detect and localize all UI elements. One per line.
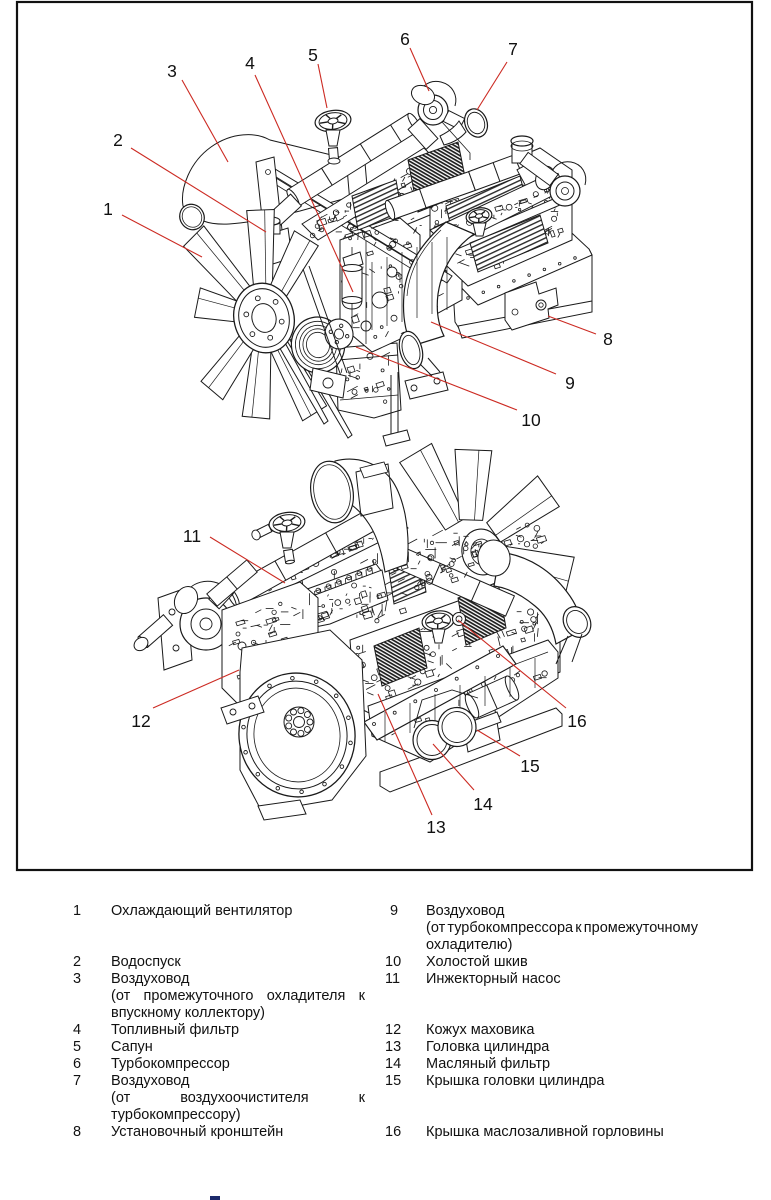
svg-text:14: 14	[473, 794, 493, 814]
svg-text:16: 16	[567, 711, 586, 731]
svg-text:1: 1	[103, 199, 113, 219]
svg-text:11: 11	[183, 526, 201, 546]
svg-text:4: 4	[245, 53, 255, 73]
svg-text:3: 3	[167, 61, 177, 81]
svg-text:7: 7	[508, 39, 518, 59]
svg-text:5: 5	[308, 45, 318, 65]
svg-text:9: 9	[565, 373, 575, 393]
svg-text:13: 13	[426, 817, 445, 837]
svg-text:15: 15	[520, 756, 539, 776]
svg-text:8: 8	[603, 329, 613, 349]
svg-text:6: 6	[400, 29, 410, 49]
svg-text:10: 10	[521, 410, 541, 430]
svg-text:12: 12	[131, 711, 150, 731]
svg-text:2: 2	[113, 130, 123, 150]
